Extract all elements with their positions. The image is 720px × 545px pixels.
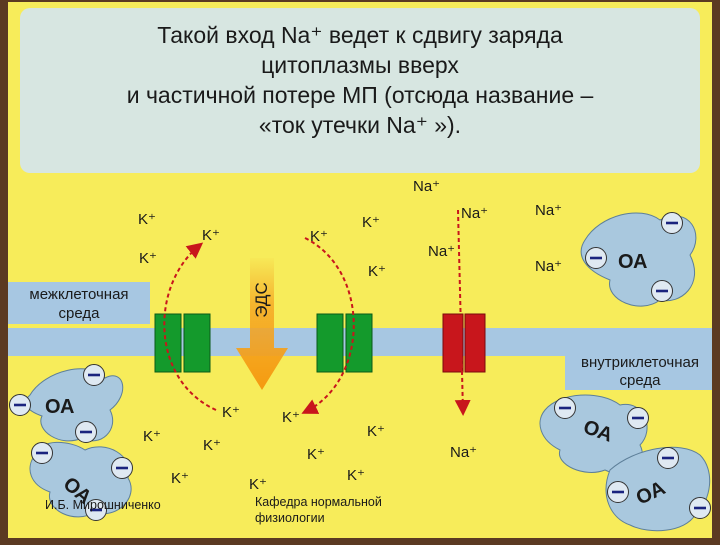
author-credit: И.Б. Мирошниченко — [45, 498, 161, 512]
title-line-2: цитоплазмы вверх — [261, 52, 459, 78]
negative-charge-icon — [553, 396, 577, 420]
organic-anion-cluster-lower-right-b: ОА — [605, 446, 712, 532]
negative-charge-icon — [660, 211, 684, 235]
k-ion-label: K⁺ — [171, 470, 189, 487]
k-ion-label: K⁺ — [203, 437, 221, 454]
k-ion-label: K⁺ — [347, 467, 365, 484]
k-ion-label: K⁺ — [222, 404, 240, 421]
organic-anion-label: ОА — [618, 251, 648, 273]
k-influx-arrow-down — [301, 237, 355, 414]
k-ion-label: K⁺ — [310, 228, 328, 245]
k-ion-label: K⁺ — [368, 263, 386, 280]
na-ion-label: Na⁺ — [535, 202, 562, 219]
na-ion-label: Na⁺ — [461, 205, 488, 222]
negative-charge-icon — [8, 393, 32, 417]
k-ion-label: K⁺ — [282, 409, 300, 426]
na-influx-arrow — [454, 209, 471, 416]
negative-charge-icon — [650, 279, 674, 303]
title-line-4: «ток утечки Na⁺ »). — [259, 112, 461, 138]
title-line-3: и частичной потере МП (отсюда название – — [127, 82, 594, 108]
intracellular-label-line1: внутриклеточная — [581, 354, 699, 371]
k-efflux-arrow-up — [163, 242, 217, 411]
title-line-1: Такой вход Na⁺ ведет к сдвигу заряда — [157, 22, 563, 48]
negative-charge-icon — [606, 480, 630, 504]
k-ion-label: K⁺ — [139, 250, 157, 267]
extracellular-label-line1: межклеточная — [29, 286, 128, 303]
negative-charge-icon — [656, 446, 680, 470]
negative-charge-icon — [82, 363, 106, 387]
organic-anion-label: ОА — [45, 396, 75, 418]
intracellular-label-box — [565, 352, 712, 390]
k-ion-label: K⁺ — [367, 423, 385, 440]
na-channel-left — [442, 313, 464, 373]
na-ion-label: Na⁺ — [413, 178, 440, 195]
organic-anion-cluster-upper-right: ОА — [580, 211, 697, 307]
department-credit-line2: физиологии — [255, 511, 325, 525]
negative-charge-icon — [626, 406, 650, 430]
department-credit-line1: Кафедра нормальной — [255, 495, 382, 509]
k-channel-right-a — [316, 313, 344, 373]
intracellular-label-line2: среда — [620, 372, 662, 389]
k-channel-left-a — [154, 313, 182, 373]
na-ion-label: Na⁺ — [450, 444, 477, 461]
emf-label: ЭДС — [252, 282, 271, 317]
na-channel-right — [464, 313, 486, 373]
title-box — [20, 8, 700, 173]
organic-anion-cluster-lower-left: ОА — [29, 441, 134, 522]
negative-charge-icon — [30, 441, 54, 465]
k-ion-label: K⁺ — [138, 211, 156, 228]
negative-charge-icon — [584, 246, 608, 270]
k-channel-right-b — [345, 313, 373, 373]
negative-charge-icon — [110, 456, 134, 480]
na-ion-label: Na⁺ — [428, 243, 455, 260]
na-ion-label: Na⁺ — [535, 258, 562, 275]
k-ion-label: K⁺ — [202, 227, 220, 244]
organic-anion-cluster-left: ОА — [8, 363, 124, 444]
negative-charge-icon — [688, 496, 712, 520]
negative-charge-icon — [74, 420, 98, 444]
extracellular-label-box — [8, 282, 150, 324]
extracellular-label-line2: среда — [59, 305, 101, 322]
emf-arrow — [236, 258, 288, 390]
k-ion-label: K⁺ — [307, 446, 325, 463]
k-ion-label: K⁺ — [249, 476, 267, 493]
k-ion-label: K⁺ — [143, 428, 161, 445]
k-channel-left-b — [183, 313, 211, 373]
k-ion-label: K⁺ — [362, 214, 380, 231]
